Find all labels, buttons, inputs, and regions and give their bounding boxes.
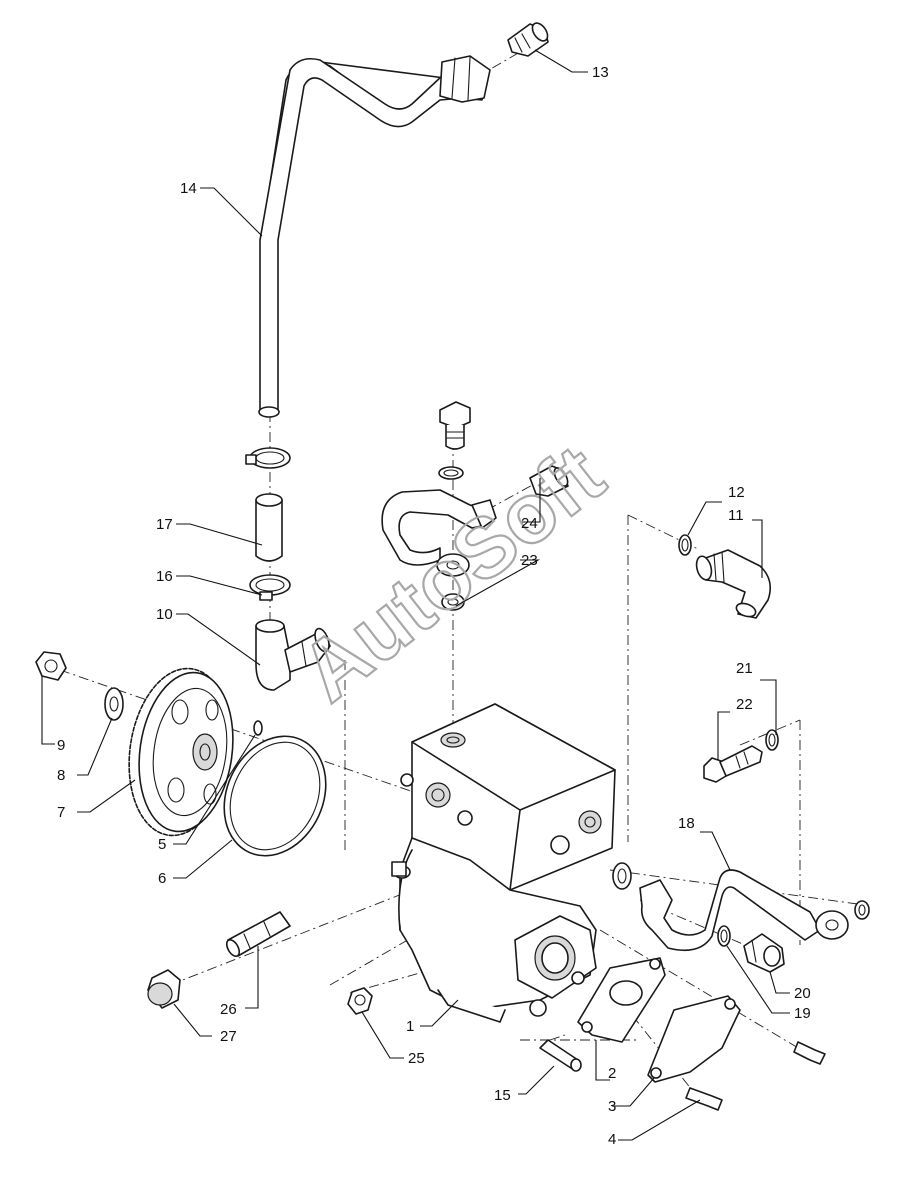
- callout-21: 21: [736, 660, 753, 677]
- part-22-banjo-bolt: [703, 745, 763, 783]
- callout-14: 14: [180, 180, 197, 197]
- callout-11: 11: [728, 507, 744, 524]
- callout-23: 23: [521, 552, 538, 569]
- callout-7: 7: [57, 804, 65, 821]
- callout-15: 15: [494, 1087, 511, 1104]
- part-8-washer: [104, 687, 124, 721]
- part-4-bolt: [685, 1041, 826, 1111]
- part-hose-clip-upper: [245, 447, 291, 469]
- part-5-key: [253, 720, 263, 736]
- part-16-hose-clip: [249, 574, 291, 601]
- part-11-elbow-fitting: [695, 549, 771, 619]
- leader-lines: [41, 49, 790, 1141]
- part-12-seal-ring: [678, 534, 692, 556]
- part-14-pipe: [258, 55, 491, 418]
- callout-8: 8: [57, 767, 65, 784]
- part-18-pipe: [612, 862, 870, 952]
- part-15-dowel: [539, 1039, 582, 1072]
- callout-5: 5: [158, 836, 166, 853]
- part-3-cover: [647, 995, 741, 1083]
- callout-25: 25: [408, 1050, 425, 1067]
- part-19-seal-ring: [717, 925, 731, 947]
- callout-24: 24: [521, 515, 538, 532]
- callout-1: 1: [406, 1018, 414, 1035]
- part-9-nut: [35, 651, 67, 681]
- callout-4: 4: [608, 1131, 616, 1148]
- part-2-gasket: [577, 957, 666, 1043]
- part-banjo-bolt-top: [438, 401, 471, 480]
- callout-labels: 13 14 17 16 10 9 8 7 5 6 24 23 12 11 21 …: [57, 64, 811, 1148]
- callout-27: 27: [220, 1028, 237, 1045]
- callout-18: 18: [678, 815, 695, 832]
- callout-9: 9: [57, 737, 65, 754]
- part-26-stud: [225, 911, 291, 957]
- part-21-seal-ring: [765, 729, 779, 751]
- callout-19: 19: [794, 1005, 811, 1022]
- part-17-hose: [255, 493, 283, 562]
- callout-10: 10: [156, 606, 173, 623]
- part-1-pump-body: [391, 703, 616, 1023]
- callout-3: 3: [608, 1098, 616, 1115]
- part-7-gear: [128, 667, 234, 837]
- part-24-pipe: [381, 489, 497, 577]
- part-20-banjo-bolt: [743, 933, 785, 973]
- part-25-nut: [347, 987, 373, 1015]
- callout-2: 2: [608, 1065, 616, 1082]
- callout-17: 17: [156, 516, 173, 533]
- part-6-o-ring: [223, 735, 327, 857]
- callout-16: 16: [156, 568, 173, 585]
- callout-13: 13: [592, 64, 609, 81]
- callout-22: 22: [736, 696, 753, 713]
- callout-12: 12: [728, 484, 745, 501]
- callout-6: 6: [158, 870, 166, 887]
- part-10-elbow-union: [255, 619, 331, 691]
- part-27-cap: [147, 969, 181, 1009]
- part-23-washer: [441, 593, 465, 611]
- callout-20: 20: [794, 985, 811, 1002]
- callout-26: 26: [220, 1001, 237, 1018]
- part-13-fitting: [507, 22, 549, 57]
